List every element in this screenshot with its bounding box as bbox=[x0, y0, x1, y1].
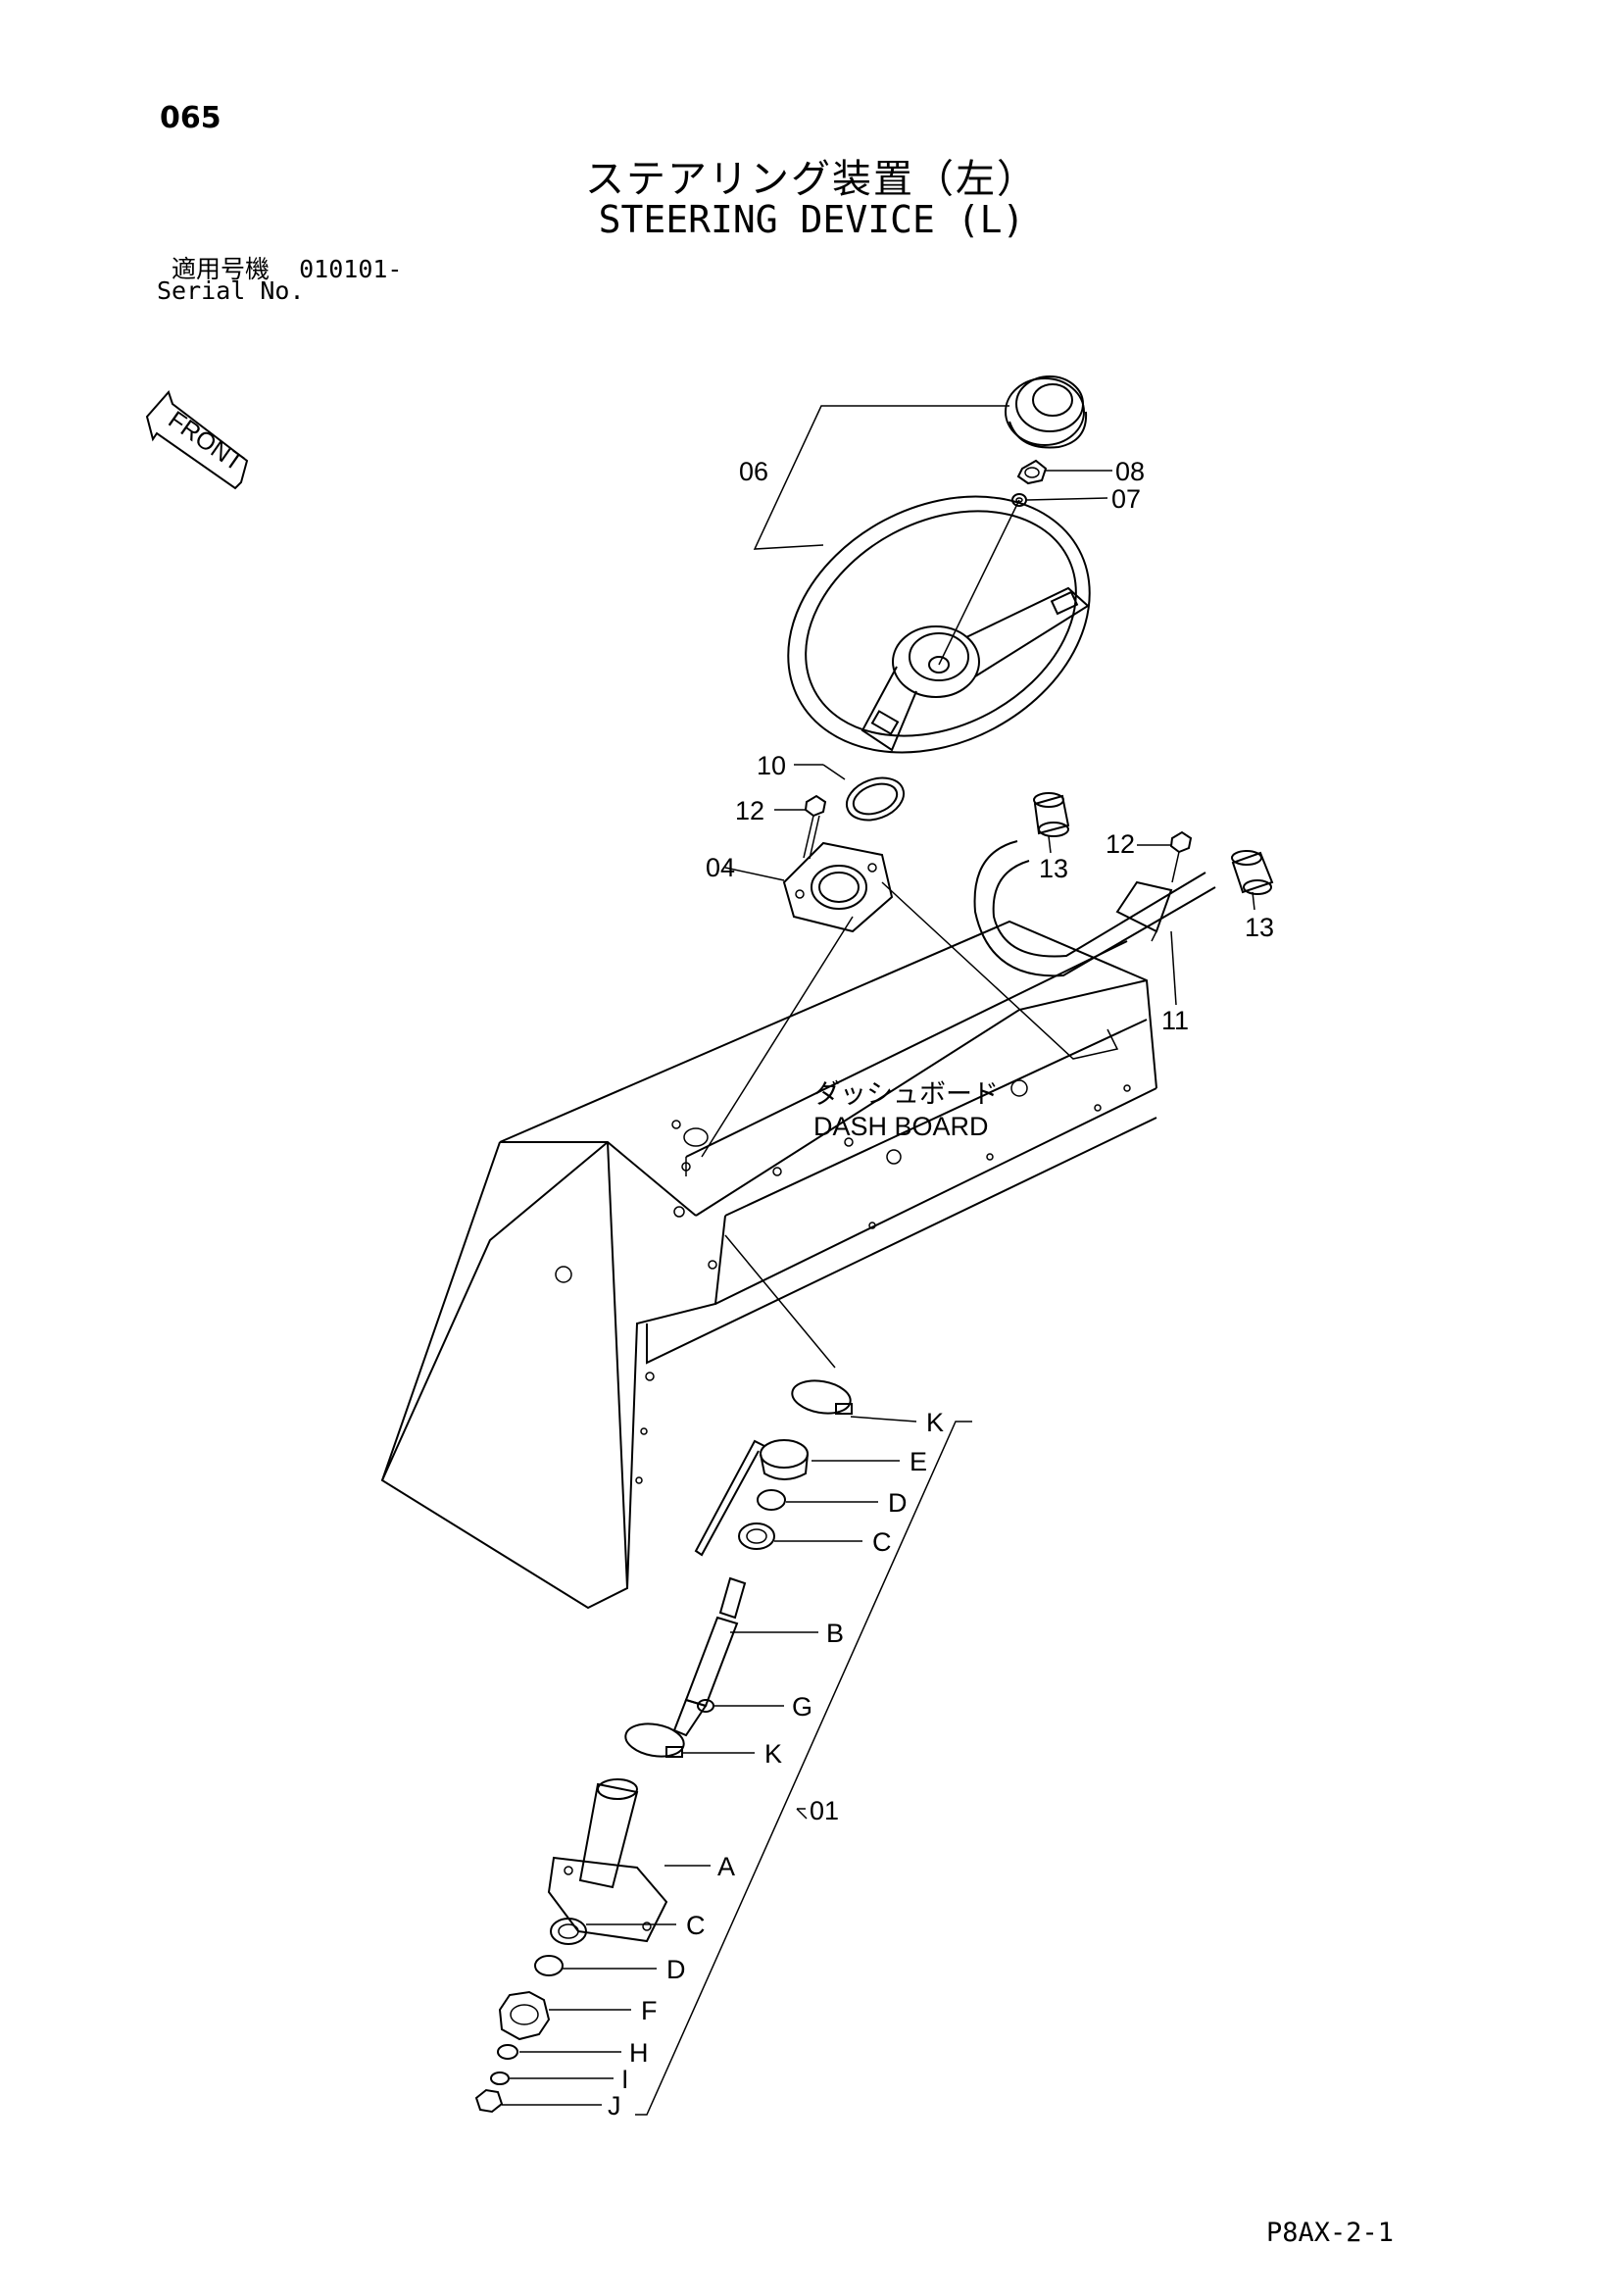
serial-label-en: Serial No. bbox=[157, 276, 305, 305]
bolt-12-right bbox=[1169, 830, 1193, 883]
sprocket-F bbox=[498, 1990, 551, 2041]
upper-leaders bbox=[724, 470, 1255, 1006]
cap-E bbox=[694, 1439, 809, 1557]
clamp-K-upper bbox=[791, 1379, 853, 1415]
callout-J: J bbox=[608, 2091, 621, 2121]
callout-13-right: 13 bbox=[1245, 913, 1274, 942]
callout-D-lower: D bbox=[666, 1955, 686, 1984]
front-arrow-icon: FRONT bbox=[145, 390, 249, 490]
callout-D-upper: D bbox=[888, 1488, 908, 1518]
callout-07: 07 bbox=[1111, 484, 1141, 514]
callout-A: A bbox=[717, 1852, 735, 1881]
callout-11: 11 bbox=[1161, 1006, 1189, 1035]
grip-13-right bbox=[1231, 850, 1274, 895]
callout-08: 08 bbox=[1115, 457, 1145, 486]
dash-board-label-jp: ダッシュボード bbox=[813, 1079, 999, 1109]
diagram-title-en: STEERING DEVICE (L) bbox=[598, 198, 1025, 241]
callout-13-upper: 13 bbox=[1039, 854, 1068, 883]
callout-F: F bbox=[641, 1996, 658, 2025]
grip-13-upper bbox=[1033, 792, 1070, 837]
serial-number-row: 適用号機 010101- bbox=[172, 250, 402, 285]
bearing-C-lower bbox=[550, 1918, 587, 1945]
circlip-D-upper bbox=[757, 1489, 786, 1511]
diagram-title-jp: ステアリング装置（左） bbox=[585, 157, 1038, 202]
bearing-C-upper bbox=[738, 1522, 775, 1550]
callout-E: E bbox=[910, 1447, 927, 1476]
callout-12-right: 12 bbox=[1106, 829, 1135, 859]
callout-06: 06 bbox=[739, 457, 768, 486]
nut-08 bbox=[1016, 459, 1048, 485]
washer-I bbox=[490, 2071, 510, 2085]
callout-C-lower: C bbox=[686, 1911, 706, 1940]
washer-H bbox=[497, 2044, 518, 2060]
serial-label-jp: 適用号機 bbox=[172, 255, 270, 283]
column-leaders bbox=[502, 1416, 917, 2106]
dash-board-label-en: DASH BOARD bbox=[813, 1112, 989, 1141]
page-number: 065 bbox=[160, 101, 221, 135]
callout-H: H bbox=[629, 2038, 649, 2068]
circlip-D-lower bbox=[534, 1955, 564, 1976]
leader-04-dashboard bbox=[881, 881, 1119, 1060]
dash-board-panel bbox=[380, 920, 1157, 1610]
callout-C-upper: C bbox=[872, 1527, 892, 1557]
leader-06-bracket bbox=[753, 405, 1009, 550]
assembly-01-bracket bbox=[635, 1421, 972, 2116]
callout-G: G bbox=[792, 1692, 812, 1722]
callout-04: 04 bbox=[706, 853, 735, 882]
callout-B: B bbox=[826, 1619, 844, 1648]
callout-10: 10 bbox=[757, 751, 786, 780]
callout-I: I bbox=[621, 2065, 629, 2094]
footer-code: P8AX-2-1 bbox=[1266, 2218, 1395, 2248]
callout-01: 01 bbox=[810, 1796, 839, 1825]
front-label: FRONT bbox=[164, 406, 249, 476]
horn-cap bbox=[1005, 375, 1088, 449]
clamp-K-lower bbox=[624, 1722, 685, 1758]
serial-value: 010101- bbox=[299, 255, 403, 283]
bolt-12-left bbox=[803, 794, 827, 860]
column-tube-A bbox=[547, 1778, 668, 1943]
callout-K-lower: K bbox=[764, 1739, 782, 1769]
steering-wheel bbox=[787, 495, 1091, 754]
leader-dash-to-column bbox=[724, 1234, 836, 1369]
callout-K-upper: K bbox=[926, 1408, 944, 1437]
callout-12-left: 12 bbox=[735, 796, 764, 825]
nut-J bbox=[474, 2088, 504, 2114]
mounting-plate-04 bbox=[701, 841, 894, 1158]
ring-10 bbox=[845, 776, 906, 822]
handle-bar-11 bbox=[973, 840, 1216, 977]
